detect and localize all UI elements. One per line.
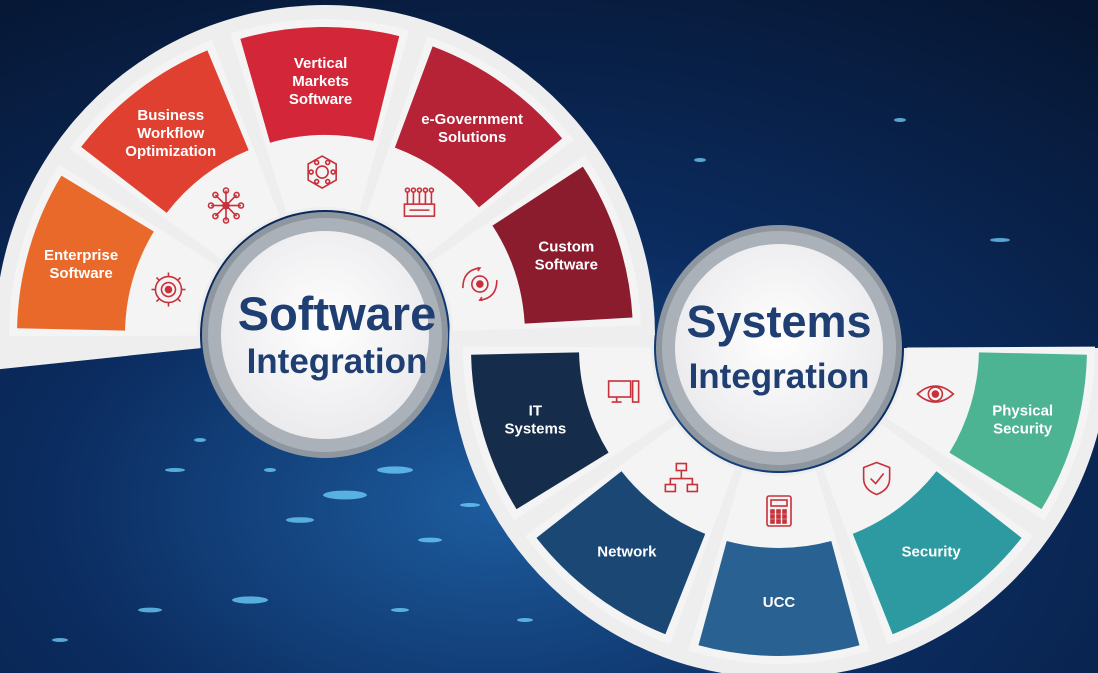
hex-network-icon [307, 155, 337, 189]
light-dot [694, 158, 706, 162]
software-hub-title: Software [238, 287, 437, 340]
systems-hub: Systems Integration [656, 225, 902, 471]
systems-segment-color-tile [949, 352, 1087, 510]
network-diagram-icon [664, 462, 699, 493]
software-segment-color-tile [17, 175, 154, 331]
eye-icon [916, 385, 955, 403]
computer-icon [607, 380, 640, 403]
light-dot [391, 608, 409, 612]
light-dot [377, 466, 413, 474]
light-dot [894, 118, 906, 122]
software-hub: Software Integration [202, 212, 448, 458]
circuit-board-icon [403, 187, 436, 217]
gear-cycle-icon [151, 272, 186, 307]
light-dot [165, 468, 185, 472]
software-segment-color-tile [81, 50, 249, 213]
light-dot [52, 638, 68, 642]
light-dot [323, 490, 367, 500]
systems-hub-subtitle: Integration [689, 357, 870, 396]
shield-check-icon [862, 461, 891, 496]
systems-segment-label: Network [597, 543, 657, 560]
systems-segment-color-tile [471, 352, 609, 510]
hand-gear-icon [462, 267, 498, 301]
light-dot [232, 596, 268, 604]
light-dot [990, 238, 1010, 242]
light-dot [517, 618, 533, 622]
systems-hub-title: Systems [686, 296, 871, 347]
light-dot [418, 537, 442, 543]
software-segment-color-tile [240, 26, 400, 143]
light-dot [286, 517, 314, 523]
systems-segment-color-tile [536, 471, 706, 635]
light-dot [138, 607, 162, 613]
software-segment-color-tile [394, 46, 563, 208]
network-nodes-icon [207, 187, 245, 224]
systems-segment-network: Network [525, 424, 735, 645]
systems-segment-ucc: UCC [688, 470, 870, 664]
software-segment-color-tile [492, 166, 633, 324]
light-dot [460, 503, 480, 507]
desk-phone-icon [766, 495, 792, 527]
systems-segment-color-tile [852, 471, 1022, 635]
systems-segment-label: UCC [763, 594, 796, 611]
light-dot [194, 438, 206, 442]
systems-segment-label: Security [902, 543, 962, 560]
light-dot [264, 468, 276, 472]
software-hub-subtitle: Integration [247, 342, 428, 381]
systems-segment-color-tile [698, 541, 860, 656]
systems-segment-security: Security [823, 424, 1033, 645]
